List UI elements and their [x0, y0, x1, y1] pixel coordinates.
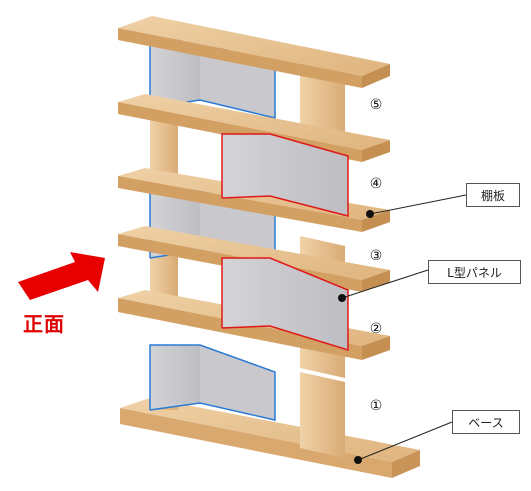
l-panel-label: L型パネル: [428, 260, 521, 284]
l-panel-level-2: [221, 257, 349, 352]
base-callout-dot: [354, 456, 362, 464]
shelf-top: [118, 16, 390, 88]
front-label: 正面: [23, 312, 65, 336]
callout-lines: [341, 194, 467, 461]
base-label: ベース: [452, 410, 520, 434]
level-number-1: ①: [369, 398, 383, 414]
level-number-3: ③: [369, 248, 383, 264]
panel-callout-dot: [338, 294, 346, 302]
level-number-5: ⑤: [369, 97, 383, 113]
shelf-board-label: 棚板: [466, 183, 520, 207]
level-number-4: ④: [369, 176, 383, 192]
shelf-callout-dot: [366, 210, 374, 218]
front-arrow: [18, 252, 105, 300]
l-panel-level-4: [221, 133, 349, 217]
l-panel-level-1: [149, 344, 276, 421]
level-number-2: ②: [369, 321, 383, 337]
